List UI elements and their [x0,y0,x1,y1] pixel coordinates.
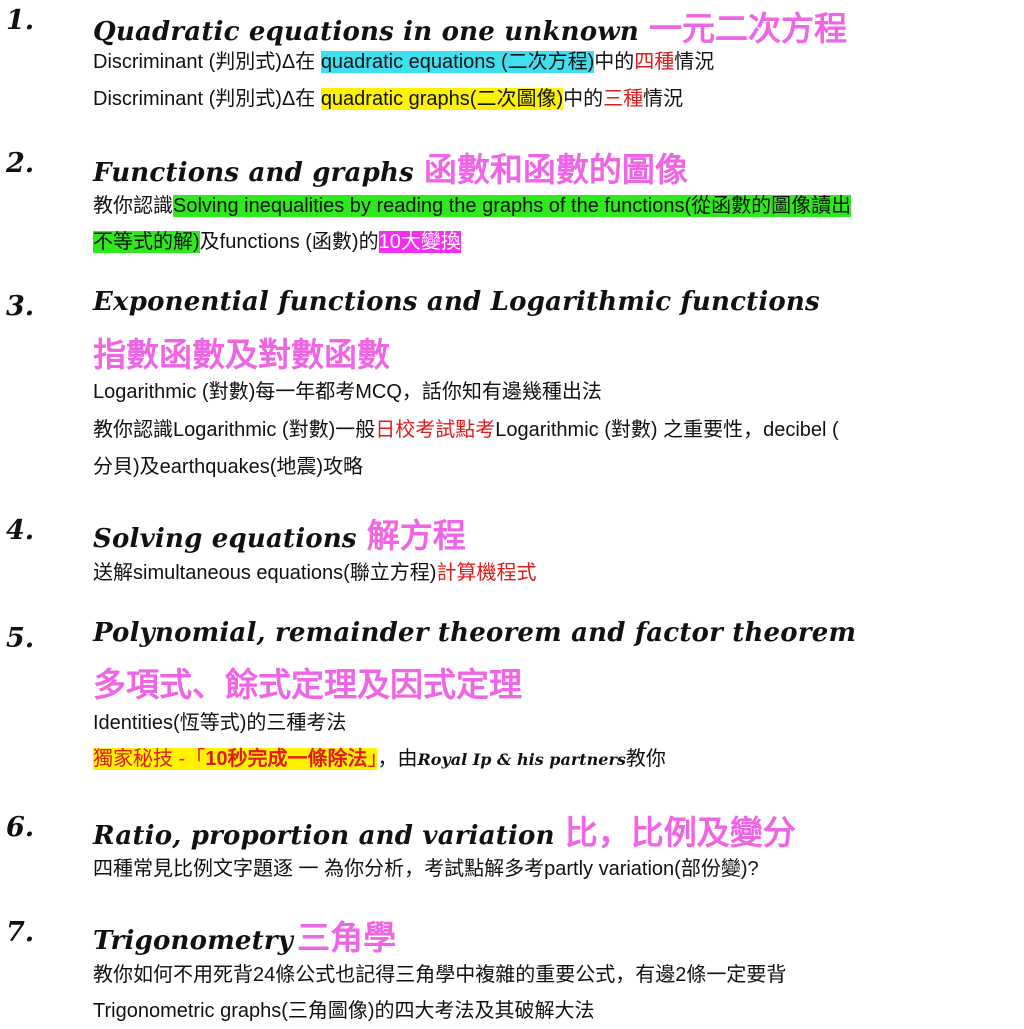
section-number: 2. [6,148,35,179]
text: 情況 [643,88,684,110]
body-line: Logarithmic (對數)每一年都考MCQ，話你知有邊幾種出法 [93,381,602,403]
section-number: 3. [6,291,35,322]
body-line: 四種常見比例文字題逐 一 為你分析，考試點解多考partly variation… [93,858,759,880]
bold-red-text: 10秒完成一條除法 [205,748,368,770]
heading-chinese: 三角學 [297,918,397,957]
heading-english: Trigonometry [93,926,294,956]
text: 情況 [674,51,715,73]
red-text: 四種 [634,51,675,73]
text: 教你 [625,748,666,770]
body-line: Discriminant (判別式)Δ在 quadratic equations… [93,44,714,80]
highlight-yellow: 獨家秘技 -「10秒完成一條除法」 [93,748,378,770]
body-line: 不等式的解)及functions (函數)的10大變換 [93,224,461,260]
section-heading: Ratio, proportion and variation 比，比例及變分 [93,806,796,854]
heading-chinese: 解方程 [366,516,466,555]
red-text: 三種 [603,88,644,110]
section-heading: Trigonometry 三角學 [93,911,396,959]
body-line: 教你如何不用死背24條公式也記得三角學中複雜的重要公式，有邊2條一定要背 [93,964,787,986]
heading-english: Quadratic equations in one unknown [93,17,640,47]
heading-english: Functions and graphs [93,158,414,188]
heading-english: Exponential functions and Logarithmic fu… [93,287,820,317]
heading-chinese: 多項式、餘式定理及因式定理 [93,665,522,704]
text: 及functions (函數)的 [199,231,379,253]
body-line: 分貝)及earthquakes(地震)攻略 [93,456,364,478]
text: Discriminant (判別式)Δ在 [93,51,321,73]
section-number: 7. [6,917,35,948]
section-heading: Polynomial, remainder theorem and factor… [93,618,856,648]
section-number: 6. [6,812,35,843]
red-text: 」 [367,748,378,770]
highlight-cyan: quadratic equations (二次方程) [320,51,595,73]
body-line: 教你認識Logarithmic (對數)一般日校考試點考Logarithmic … [93,412,839,448]
heading-english: Solving equations [93,524,357,554]
body-line: 送解simultaneous equations(聯立方程)計算機程式 [93,555,536,591]
body-line: Identities(恆等式)的三種考法 [93,712,347,734]
heading-english: Polynomial, remainder theorem and factor… [93,618,857,648]
text: Logarithmic (對數) 之重要性，decibel ( [495,419,839,441]
section-number: 5. [6,623,35,654]
text: Discriminant (判別式)Δ在 [93,88,321,110]
highlight-yellow: quadratic graphs(二次圖像) [320,88,564,110]
heading-chinese: 比，比例及變分 [564,813,796,852]
section-heading: Functions and graphs 函數和函數的圖像 [93,143,688,191]
heading-english: Ratio, proportion and variation [93,821,555,851]
text: 中的 [563,88,604,110]
body-line: 獨家秘技 -「10秒完成一條除法」，由Royal Ip & his partne… [93,741,666,778]
highlight-green: 不等式的解) [93,231,200,253]
highlight-magenta: 10大變換 [378,231,461,253]
text: 中的 [594,51,635,73]
body-line: 教你認識Solving inequalities by reading the … [93,188,852,224]
red-text: 日校考試點考 [375,419,496,441]
body-line: Discriminant (判別式)Δ在 quadratic graphs(二次… [93,81,683,117]
body-line: Trigonometric graphs(三角圖像)的四大考法及其破解大法 [93,1000,595,1022]
text: 教你認識 [93,195,173,217]
section-heading: Solving equations 解方程 [93,509,466,557]
heading-chinese: 一元二次方程 [649,9,848,48]
section-number: 4. [6,515,35,546]
red-text: 獨家秘技 -「 [93,748,206,770]
heading-chinese: 指數函數及對數函數 [93,335,390,374]
section-heading: Exponential functions and Logarithmic fu… [93,287,820,317]
red-text: 計算機程式 [436,562,537,584]
heading-chinese: 函數和函數的圖像 [423,150,688,189]
section-heading: Quadratic equations in one unknown 一元二次方… [93,2,847,50]
section-number: 1. [6,5,35,36]
text: ，由 [377,748,418,770]
highlight-green: Solving inequalities by reading the grap… [173,195,852,217]
text: 送解simultaneous equations(聯立方程) [93,562,437,584]
script-text: Royal Ip & his partners [417,750,626,769]
text: 教你認識Logarithmic (對數)一般 [93,419,376,441]
